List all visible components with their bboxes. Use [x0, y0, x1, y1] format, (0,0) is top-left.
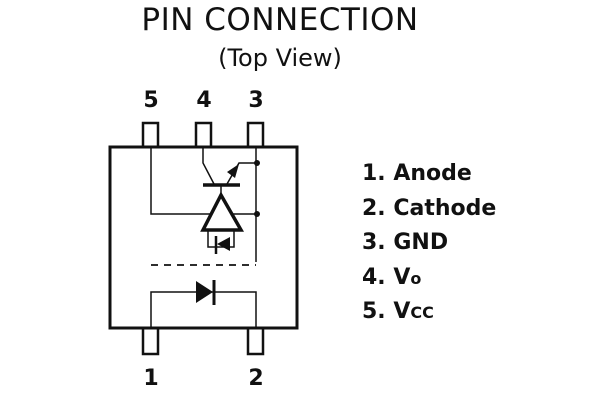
legend-item-cathode: 2. Cathode [362, 192, 496, 227]
legend-number: 1. [362, 161, 386, 186]
legend-number: 3. [362, 230, 386, 255]
legend-name: V [393, 299, 411, 324]
pin-label-2: 2 [248, 366, 264, 391]
pin-1 [141, 326, 160, 356]
pin-legend: 1. Anode 2. Cathode 3. GND 4. Vo 5. VCC [362, 157, 496, 330]
legend-item-gnd: 3. GND [362, 226, 496, 261]
junction-node [254, 160, 260, 166]
emitter-wire [226, 162, 257, 185]
package-body [108, 145, 299, 330]
legend-item-vo: 4. Vo [362, 261, 496, 296]
legend-number: 4. [362, 264, 386, 290]
legend-number: 5. [362, 299, 386, 324]
amplifier-icon [200, 191, 245, 232]
pin-label-4: 4 [196, 88, 212, 113]
diagram-subtitle: (Top View) [218, 44, 342, 72]
legend-subscript: CC [410, 303, 434, 322]
collector-wire [202, 147, 215, 185]
legend-name: V [393, 264, 411, 290]
led-diode-icon [196, 281, 213, 303]
legend-name: Cathode [393, 195, 497, 221]
emitter-arrow-icon [227, 164, 239, 178]
pin-label-3: 3 [248, 88, 264, 113]
legend-item-vcc: 5. VCC [362, 295, 496, 330]
legend-name: Anode [393, 161, 472, 186]
junction-node [254, 211, 260, 217]
pin-3 [246, 121, 265, 149]
pin-5 [141, 121, 160, 149]
photodiode-icon [217, 237, 230, 251]
legend-subscript: o [410, 268, 422, 288]
pin-label-1: 1 [143, 366, 159, 391]
legend-name: GND [393, 230, 449, 255]
pin-2 [246, 326, 265, 356]
legend-number: 2. [362, 195, 386, 221]
legend-item-anode: 1. Anode [362, 157, 496, 192]
pin-label-5: 5 [143, 88, 159, 113]
photodiode-wire [207, 231, 235, 248]
pin-4 [194, 121, 213, 149]
diagram-title: PIN CONNECTION [141, 2, 419, 38]
